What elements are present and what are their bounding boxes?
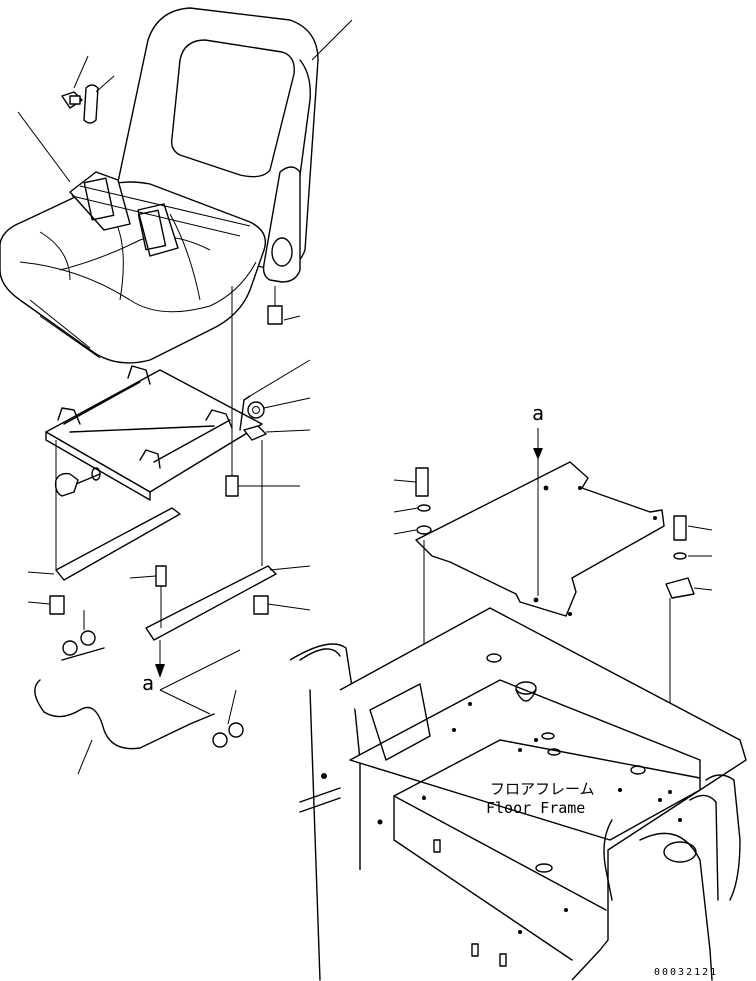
arrow-ref-a-right: [533, 428, 543, 596]
plate-bolt-right: [665, 515, 695, 599]
right-slide-rail: [145, 440, 277, 641]
rail-nuts: [62, 630, 244, 748]
drawing-number: 00032121: [654, 967, 718, 978]
seat-slide-bracket: [45, 365, 263, 501]
release-cable: [34, 647, 215, 775]
seat-bolt-top: [61, 91, 83, 109]
reference-label-a-right: a: [532, 401, 544, 425]
floor-frame-label-en: Floor Frame: [486, 799, 585, 817]
plate-bolt-left: [415, 467, 432, 535]
seat-link-plate: [83, 84, 99, 124]
seat-mounting-plate: [415, 461, 665, 617]
rail-bolts: [49, 565, 269, 628]
bracket-nut: [247, 401, 265, 419]
left-slide-rail: [55, 440, 181, 581]
leader-lines-seat: [17, 19, 353, 321]
operator-seat: [0, 7, 319, 364]
leader-lines-rails: [27, 565, 311, 725]
bracket-washer-plate: [243, 425, 267, 441]
arrow-to-ref-a: [155, 640, 241, 715]
reference-label-a-left: a: [142, 671, 154, 695]
floor-frame: [289, 607, 747, 981]
leader-lines-bracket: [238, 359, 311, 487]
floor-frame-label-jp: フロアフレーム: [490, 780, 595, 798]
seat-mount-bolt: [267, 286, 283, 325]
